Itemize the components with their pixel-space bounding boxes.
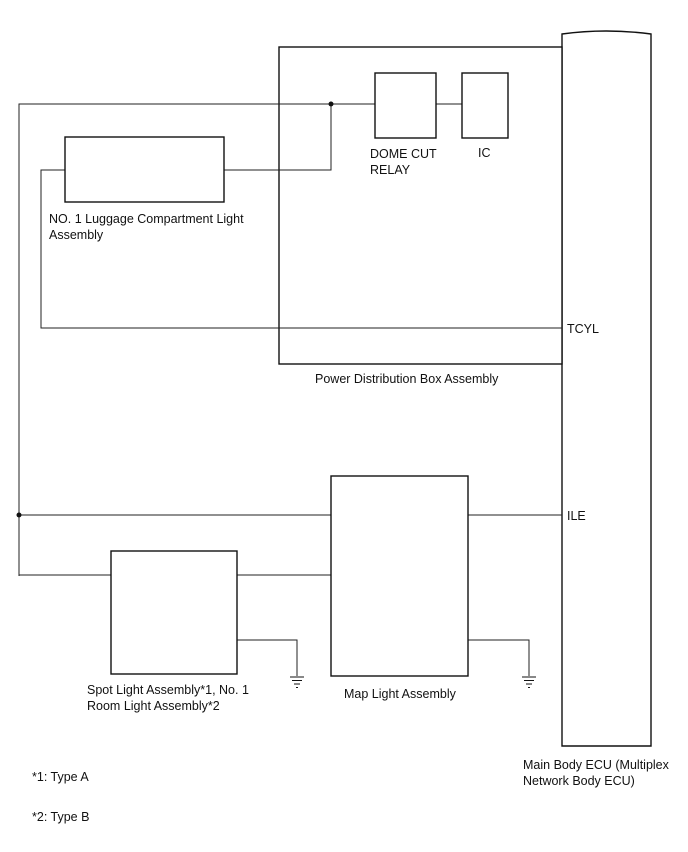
wire-luggage-light	[224, 104, 332, 171]
ground-icon	[290, 676, 304, 688]
wire-map-ground	[468, 639, 530, 676]
main-body-ecu	[561, 30, 652, 747]
power-distribution-box-label: Power Distribution Box Assembly	[315, 372, 499, 386]
wires	[18, 103, 562, 676]
dome-cut-relay-label-1: DOME CUT	[370, 147, 437, 161]
map-light-box	[330, 475, 469, 677]
ic-label: IC	[478, 146, 491, 160]
spot-light-label-1: Spot Light Assembly*1, No. 1	[87, 683, 249, 697]
note-type-a: *1: Type A	[32, 770, 89, 784]
tcyl-terminal-label: TCYL	[567, 322, 599, 336]
note-type-b: *2: Type B	[32, 810, 89, 824]
spot-light-label-2: Room Light Assembly*2	[87, 699, 220, 713]
wire-spot-ground	[237, 639, 298, 676]
main-body-ecu-label-2: Network Body ECU)	[523, 774, 635, 788]
luggage-light-label-1: NO. 1 Luggage Compartment Light	[49, 212, 244, 226]
junction-dot	[328, 101, 334, 107]
luggage-light-label-2: Assembly	[49, 228, 104, 242]
wire-main-left	[18, 103, 375, 576]
dome-cut-relay-box	[374, 72, 437, 139]
junction-dot	[16, 512, 22, 518]
main-body-ecu-label-1: Main Body ECU (Multiplex	[523, 758, 670, 772]
luggage-light-box	[64, 136, 225, 203]
ground-icon	[522, 676, 536, 688]
dome-cut-relay-label-2: RELAY	[370, 163, 411, 177]
ic-box	[461, 72, 509, 139]
ile-terminal-label: ILE	[567, 509, 586, 523]
wire-tcyl	[40, 169, 562, 329]
map-light-label: Map Light Assembly	[344, 687, 457, 701]
spot-light-box	[110, 550, 238, 675]
